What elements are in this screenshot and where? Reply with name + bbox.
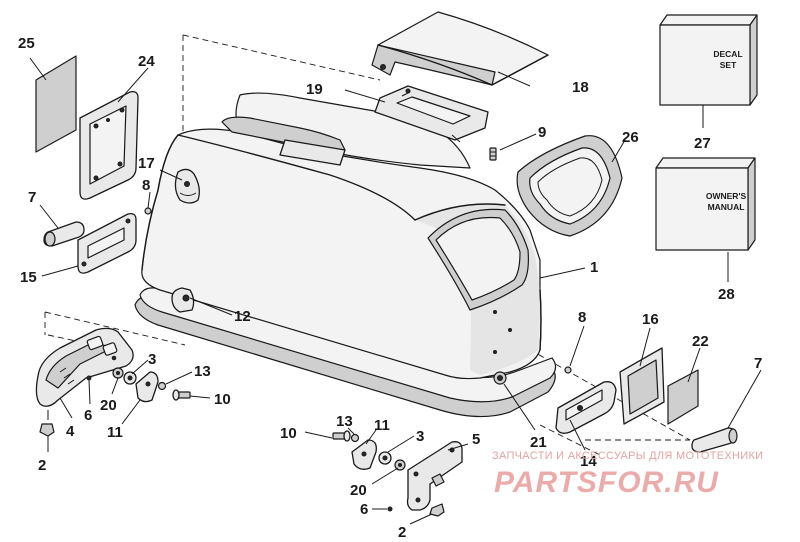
callout-15: 15 xyxy=(20,269,37,286)
callouts: 25 24 17 8 7 15 12 18 19 9 26 1 27 28 8 … xyxy=(18,35,762,541)
part-3-washer-right xyxy=(378,451,392,465)
callout-18: 18 xyxy=(572,79,589,96)
callout-16: 16 xyxy=(642,311,659,328)
callout-20-right: 20 xyxy=(350,482,367,499)
callout-8-left: 8 xyxy=(142,177,150,194)
callout-20-left: 20 xyxy=(100,397,117,414)
part-15-bracket xyxy=(77,212,137,274)
callout-3-left: 3 xyxy=(148,351,156,368)
part-20-washer-right xyxy=(394,459,406,471)
callout-17: 17 xyxy=(138,155,155,172)
part-11-plate-right xyxy=(351,439,377,470)
part-6-clip-right xyxy=(387,506,393,512)
callout-21: 21 xyxy=(530,434,547,451)
callout-12: 12 xyxy=(234,308,251,325)
part-19-gasket xyxy=(374,85,489,143)
part-24-frame xyxy=(79,90,139,200)
part-28-owners-manual-box: OWNER'S MANUAL xyxy=(655,157,756,251)
part-14-bracket xyxy=(555,381,617,434)
callout-10-left: 10 xyxy=(214,391,231,408)
callout-22: 22 xyxy=(692,333,709,350)
part-8-pin-right xyxy=(564,366,572,374)
callout-6-right: 6 xyxy=(360,501,368,518)
part-22-sheet xyxy=(667,369,699,425)
callout-11-right: 11 xyxy=(374,417,390,434)
callout-5: 5 xyxy=(472,431,480,448)
callout-2-left: 2 xyxy=(38,457,46,474)
callout-14: 14 xyxy=(580,453,597,470)
part-4-bracket xyxy=(35,327,134,407)
part-25-sheet xyxy=(35,55,77,153)
callout-7-right: 7 xyxy=(754,355,762,372)
part-2-foot-right xyxy=(429,503,445,517)
part-20-washer-left xyxy=(112,367,124,379)
part-10-bolt-right xyxy=(332,430,351,442)
callout-25: 25 xyxy=(18,35,35,52)
watermark: ЗАПЧАСТИ И АКСЕССУАРЫ ДЛЯ МОТОТЕХНИКИ PA… xyxy=(492,450,763,499)
part-11-plate-left xyxy=(135,371,159,403)
callout-4: 4 xyxy=(66,423,75,440)
decal-set-label-line1: DECAL xyxy=(713,49,742,59)
watermark-logo: PARTSFOR.RU xyxy=(494,466,719,499)
part-2-foot-left xyxy=(39,423,55,437)
motor-cover xyxy=(134,92,557,418)
owners-manual-label-line1: OWNER'S xyxy=(706,191,747,201)
part-18-top-cover xyxy=(371,11,549,86)
callout-11-left: 11 xyxy=(107,424,123,441)
callout-26: 26 xyxy=(622,129,639,146)
callout-9: 9 xyxy=(538,124,546,141)
callout-13-left: 13 xyxy=(194,363,211,380)
callout-19: 19 xyxy=(306,81,323,98)
callout-10-right: 10 xyxy=(280,425,297,442)
callout-24: 24 xyxy=(138,53,155,70)
part-13-washer-right xyxy=(350,433,360,443)
part-10-bolt-left xyxy=(172,389,191,401)
leader-lines xyxy=(29,57,762,525)
part-5-bracket xyxy=(406,441,463,511)
part-3-washer-left xyxy=(123,371,137,385)
part-13-washer-left xyxy=(157,381,167,391)
part-7-handle-right xyxy=(691,427,738,453)
watermark-caption: ЗАПЧАСТИ И АКСЕССУАРЫ ДЛЯ МОТОТЕХНИКИ xyxy=(492,450,763,462)
callout-3-right: 3 xyxy=(416,428,424,445)
part-17-emblem xyxy=(174,168,200,204)
callout-8-right: 8 xyxy=(578,309,586,326)
part-7-handle-left xyxy=(43,221,85,247)
callout-6-left: 6 xyxy=(84,407,92,424)
callout-1: 1 xyxy=(590,259,598,276)
owners-manual-label-line2: MANUAL xyxy=(708,202,745,212)
part-6-clip-left xyxy=(86,375,92,381)
callout-7-left: 7 xyxy=(28,189,36,206)
part-9-screw xyxy=(489,147,497,161)
callout-27: 27 xyxy=(694,135,711,152)
alignment-lines xyxy=(44,34,691,456)
part-16-plate xyxy=(619,347,665,425)
part-8-pin-left xyxy=(144,207,152,215)
decal-set-label-line2: SET xyxy=(720,60,737,70)
callout-13-right: 13 xyxy=(336,413,353,430)
callout-2-right: 2 xyxy=(398,524,406,541)
callout-28: 28 xyxy=(718,286,735,303)
part-27-decal-set-box: DECAL SET xyxy=(659,14,758,106)
part-26-grille xyxy=(516,135,623,237)
